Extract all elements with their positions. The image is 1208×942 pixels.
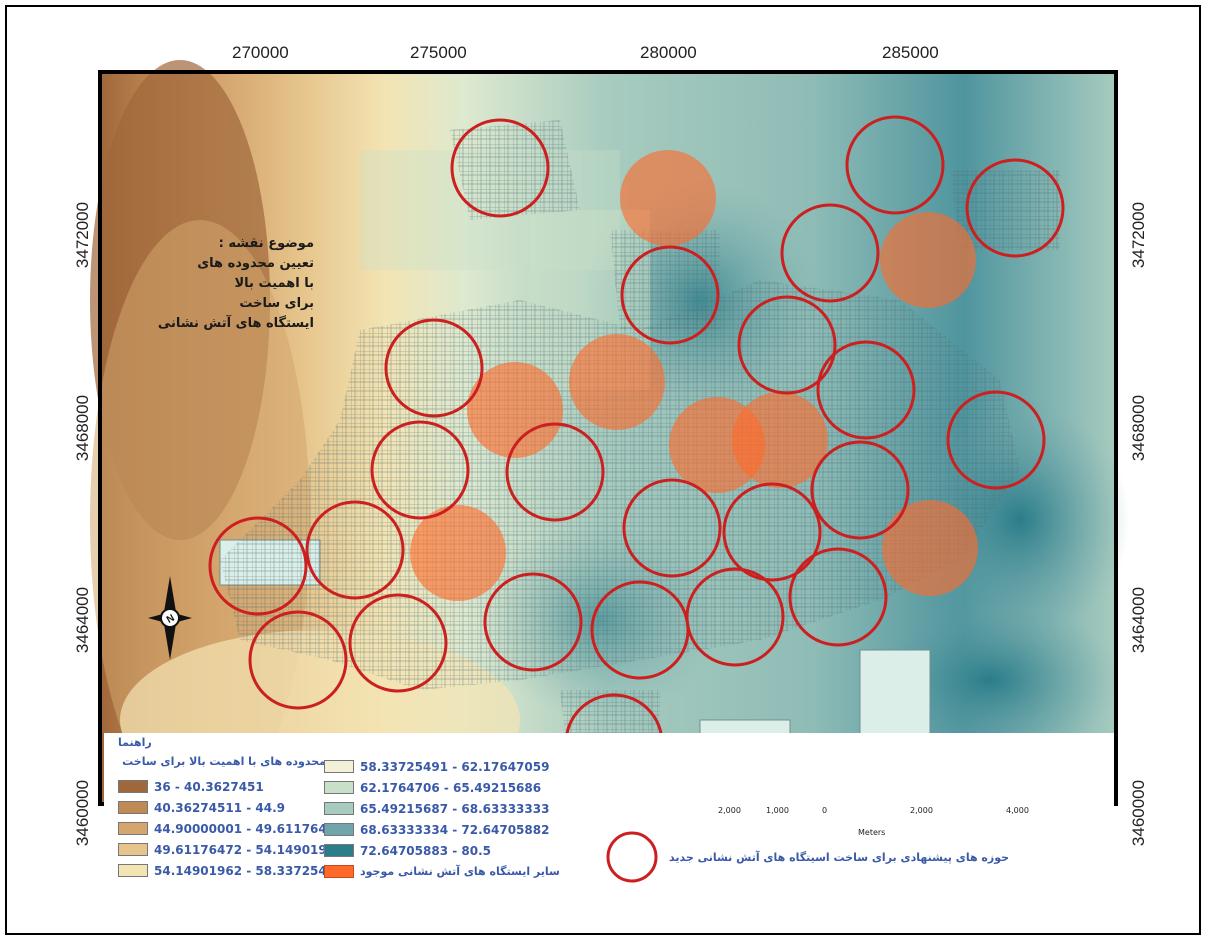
legend-existing-stations: سایر ایستگاه های آتش نشانی موجود [324, 863, 560, 880]
proposed-station-area [780, 203, 880, 303]
legend-existing-label: سایر ایستگاه های آتش نشانی موجود [360, 865, 560, 878]
legend-class-label: 68.63333334 - 72.64705882 [360, 822, 550, 837]
legend-proposed-symbol [606, 831, 658, 883]
x-tick-top-4: 285000 [882, 43, 939, 62]
legend-swatch [118, 801, 148, 814]
scalebar-label-5: 4,000 [1006, 806, 1029, 815]
proposed-station-area [722, 482, 822, 582]
legend-swatch [324, 781, 354, 794]
map-title-line: با اهمیت بالا [234, 276, 314, 291]
proposed-station-area [208, 516, 308, 616]
proposed-station-area [737, 295, 837, 395]
x-tick-top-1: 270000 [232, 43, 289, 62]
proposed-station-area [370, 420, 470, 520]
legend-class-6: 58.33725491 - 62.17647059 [324, 758, 549, 775]
map-title-line: ایستگاه های آتش نشانی [157, 316, 314, 331]
y-tick-left-2: 3468000 [73, 394, 93, 462]
legend-swatch [118, 780, 148, 793]
legend-class-label: 62.1764706 - 65.49215686 [360, 780, 542, 795]
existing-station-area [882, 500, 978, 596]
proposed-station-area [810, 440, 910, 540]
legend-swatch [324, 844, 354, 857]
existing-station-area [569, 334, 665, 430]
legend-suitability-title: محدوده های با اهمیت بالا برای ساخت [122, 755, 326, 768]
proposed-station-area [505, 422, 605, 522]
legend-heading: راهنما [118, 736, 152, 749]
map-title: موضوع نقشه : تعیین محدوده های با اهمیت ب… [104, 234, 314, 334]
legend-class-8: 65.49215687 - 68.63333333 [324, 800, 549, 817]
legend-class-label: 65.49215687 - 68.63333333 [360, 801, 550, 816]
legend-class-label: 54.14901962 - 58.3372549 [154, 863, 336, 878]
legend-swatch-existing [324, 865, 354, 878]
legend-class-3: 44.90000001 - 49.61176471 [118, 820, 343, 837]
y-tick-right-4: 3460000 [1129, 779, 1149, 847]
existing-station-area [467, 362, 563, 458]
proposed-station-area [946, 390, 1046, 490]
legend-swatch [118, 864, 148, 877]
legend: راهنما محدوده های با اهمیت بالا برای ساخ… [104, 733, 1114, 883]
legend-swatch [118, 843, 148, 856]
legend-class-label: 58.33725491 - 62.17647059 [360, 759, 550, 774]
legend-swatch [118, 822, 148, 835]
proposed-station-area [450, 118, 550, 218]
proposed-station-area [816, 340, 916, 440]
proposed-station-area [305, 500, 405, 600]
x-tick-top-3: 280000 [640, 43, 697, 62]
legend-class-7: 62.1764706 - 65.49215686 [324, 779, 541, 796]
legend-swatch [324, 802, 354, 815]
proposed-station-area [248, 610, 348, 710]
legend-class-label: 44.90000001 - 49.61176471 [154, 821, 344, 836]
proposed-station-area [685, 567, 785, 667]
proposed-station-area [788, 547, 888, 647]
legend-class-label: 72.64705883 - 80.5 [360, 843, 491, 858]
legend-swatch [324, 760, 354, 773]
legend-class-5: 54.14901962 - 58.3372549 [118, 862, 335, 879]
legend-class-1: 36 - 40.3627451 [118, 778, 264, 795]
proposed-areas-layer [208, 115, 1065, 793]
legend-class-label: 49.61176472 - 54.14901961 [154, 842, 344, 857]
proposed-station-area [620, 245, 720, 345]
y-tick-left-4: 3460000 [73, 779, 93, 847]
north-arrow-icon: N [148, 576, 192, 660]
scalebar-label-1: 2,000 [718, 806, 741, 815]
scalebar-unit: Meters [858, 828, 886, 837]
legend-class-label: 40.36274511 - 44.9 [154, 800, 285, 815]
map-title-line: برای ساخت [239, 296, 314, 311]
legend-class-9: 68.63333334 - 72.64705882 [324, 821, 549, 838]
proposed-station-area [348, 593, 448, 693]
proposed-station-area [622, 478, 722, 578]
scalebar-label-2: 1,000 [766, 806, 789, 815]
legend-class-2: 40.36274511 - 44.9 [118, 799, 285, 816]
legend-class-10: 72.64705883 - 80.5 [324, 842, 491, 859]
legend-class-4: 49.61176472 - 54.14901961 [118, 841, 343, 858]
legend-swatch [324, 823, 354, 836]
y-tick-right-1: 3472000 [1129, 201, 1149, 269]
legend-class-label: 36 - 40.3627451 [154, 779, 264, 794]
x-tick-top-2: 275000 [410, 43, 467, 62]
y-tick-left-1: 3472000 [73, 201, 93, 269]
existing-station-area [880, 212, 976, 308]
y-tick-left-3: 3464000 [73, 586, 93, 654]
existing-stations-layer [410, 150, 978, 601]
proposed-station-area [845, 115, 945, 215]
y-tick-right-3: 3464000 [1129, 586, 1149, 654]
y-tick-right-2: 3468000 [1129, 394, 1149, 462]
existing-station-area [732, 392, 828, 488]
proposed-station-area [965, 158, 1065, 258]
proposed-station-area [483, 572, 583, 672]
map-frame [5, 5, 1201, 935]
existing-station-area [410, 505, 506, 601]
scalebar-label-4: 2,000 [910, 806, 933, 815]
existing-station-area [620, 150, 716, 246]
map-title-line: تعیین محدوده های [197, 256, 314, 271]
legend-proposed-label: حوزه های پیشنهادی برای ساخت اسیتگاه های … [669, 851, 1010, 864]
scalebar-label-3: 0 [822, 806, 828, 815]
proposed-station-area [384, 318, 484, 418]
north-arrow-letter: N [165, 613, 177, 626]
map-title-line: موضوع نقشه : [218, 236, 314, 251]
